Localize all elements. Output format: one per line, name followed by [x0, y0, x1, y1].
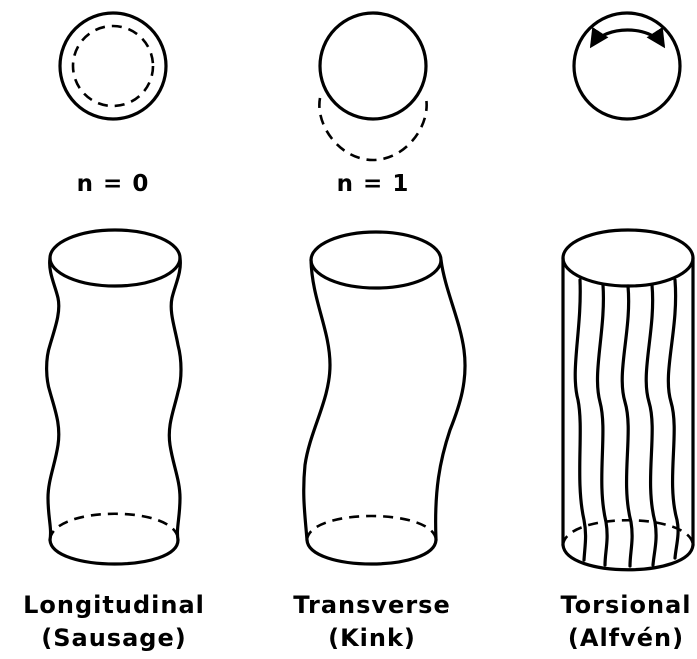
sausage-mode-number: n = 0: [77, 171, 150, 197]
torsional-mode-alias: (Alfvén): [568, 624, 684, 652]
kink-mode-alias: (Kink): [328, 624, 416, 652]
torsional-mode-name: Torsional: [560, 591, 691, 619]
kink-mode-tube: [304, 232, 465, 564]
kink-mode-cross-section: [319, 13, 426, 160]
rotation-arrow-icon: [592, 30, 663, 45]
kink-mode-number: n = 1: [337, 171, 410, 197]
sausage-mode-alias: (Sausage): [41, 624, 186, 652]
sausage-mode-cross-section: [60, 13, 166, 119]
kink-mode-name: Transverse: [293, 591, 450, 619]
sausage-mode-tube: [47, 230, 181, 564]
sausage-mode-name: Longitudinal: [23, 591, 205, 619]
torsional-mode-tube: [563, 230, 693, 570]
torsional-mode-cross-section: [574, 13, 680, 119]
